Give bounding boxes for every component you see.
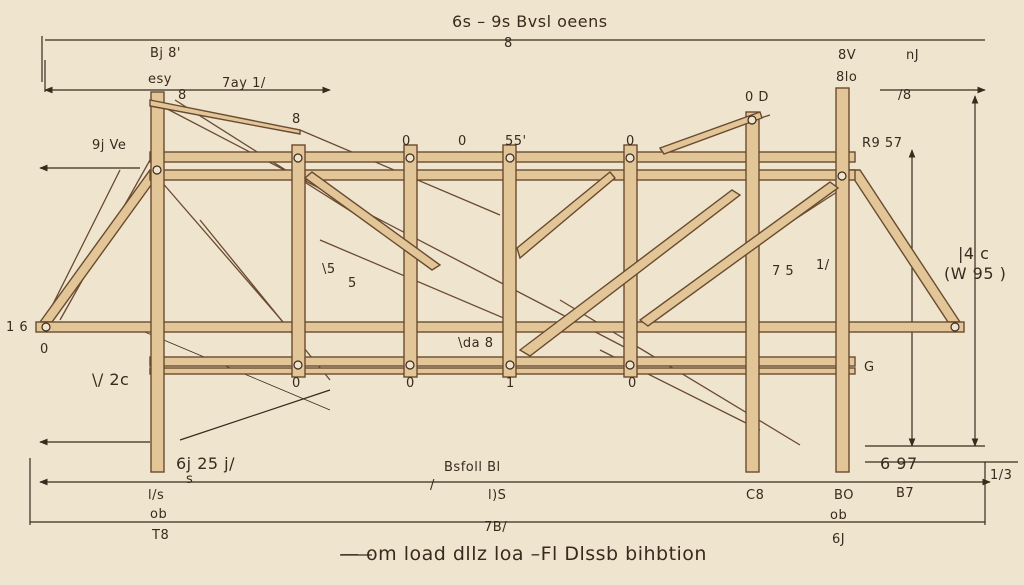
- label-node-low-4: 0: [628, 376, 637, 391]
- label-foot-left-3: T8: [152, 528, 170, 543]
- label-foot-right-3: B7: [896, 486, 915, 501]
- label-node-low-3: 1: [506, 376, 515, 391]
- label-left-end-b: 0: [40, 342, 49, 357]
- label-foot-left-2: ob: [150, 507, 168, 522]
- label-bottom-right-dim: 6 97: [880, 454, 918, 473]
- label-mid-right-a: 7 5: [772, 264, 795, 279]
- label-bottom-left-b: s: [186, 472, 194, 487]
- label-node-low-1: 0: [292, 376, 301, 391]
- label-left-top-a: Bj 8': [150, 46, 182, 61]
- label-left-span: 7ay 1/: [222, 76, 266, 91]
- label-node-a: 8: [178, 88, 187, 103]
- truss-members: [35, 87, 965, 473]
- label-right-top-d: /8: [898, 88, 912, 103]
- label-mid-left-a: \5: [322, 262, 336, 277]
- label-bottom-center-dim: Bsfoll Bl: [444, 460, 501, 475]
- label-center: \da 8: [458, 336, 494, 351]
- right-end-post: [846, 169, 962, 323]
- diagram-title: 6s – 9s Bvsl oeens: [452, 12, 608, 31]
- label-top-right-node: 0 D: [745, 90, 769, 105]
- label-right-top-b: nJ: [906, 48, 920, 63]
- right-top-rafter: [658, 111, 763, 155]
- label-right-dim-a: |4 c: [958, 244, 990, 263]
- label-left-end: 1 6: [6, 320, 29, 335]
- label-node-b: 8: [292, 112, 301, 127]
- label-left-low: \/ 2c: [92, 370, 130, 389]
- diagonal-member-1: [516, 171, 616, 260]
- label-right-top-a: 8V: [838, 48, 857, 63]
- label-left-mid: 9j Ve: [92, 138, 127, 153]
- label-foot-center-2: 7B/: [484, 520, 508, 535]
- diagonal-member-3: [638, 181, 840, 327]
- label-node-low-2: 0: [406, 376, 415, 391]
- vertical-post-3: [403, 144, 418, 378]
- label-left-top-b: esy: [148, 72, 172, 87]
- label-foot-right-5: 6J: [832, 532, 846, 547]
- diagonal-member-2: [518, 189, 742, 357]
- label-right-low: G: [864, 360, 875, 375]
- joint-pins: [41, 115, 960, 370]
- label-mid-right-b: 1/: [816, 258, 830, 273]
- label-right-top-c: 8lo: [836, 70, 858, 85]
- vertical-post-4: [502, 144, 517, 378]
- vertical-post-7: [835, 87, 850, 473]
- label-bottom-center-b: /: [430, 478, 435, 493]
- label-right-mid: R9 57: [862, 136, 903, 151]
- label-right-dim-b: (W 95 ): [944, 264, 1007, 283]
- label-foot-right-4: ob: [830, 508, 848, 523]
- label-foot-right-2: BO: [834, 488, 854, 503]
- vertical-post-1: [150, 91, 165, 473]
- left-top-rafter: [149, 99, 301, 135]
- title-sub: 8: [504, 36, 513, 51]
- label-mid-left-b: 5: [348, 276, 357, 291]
- label-foot-right-1: C8: [746, 488, 765, 503]
- diagram-caption: — om load dllz loa –Fl Dlssb bihbtion: [340, 543, 707, 565]
- vertical-post-2: [291, 144, 306, 378]
- label-node-f: 0: [626, 134, 635, 149]
- vertical-post-6: [745, 111, 760, 473]
- label-node-e: 55': [505, 134, 527, 149]
- diagonal-member-4: [303, 171, 442, 271]
- label-foot-center-1: l)S: [488, 488, 507, 503]
- label-far-right: 1/3: [990, 468, 1013, 483]
- label-node-c: 0: [402, 134, 411, 149]
- vertical-post-5: [623, 144, 638, 378]
- bottom-chord: [35, 321, 965, 333]
- label-bottom-left-dim: 6j 25 j/: [176, 454, 235, 473]
- label-node-d: 0: [458, 134, 467, 149]
- left-end-post: [38, 169, 164, 323]
- label-foot-left-1: l/s: [148, 488, 165, 503]
